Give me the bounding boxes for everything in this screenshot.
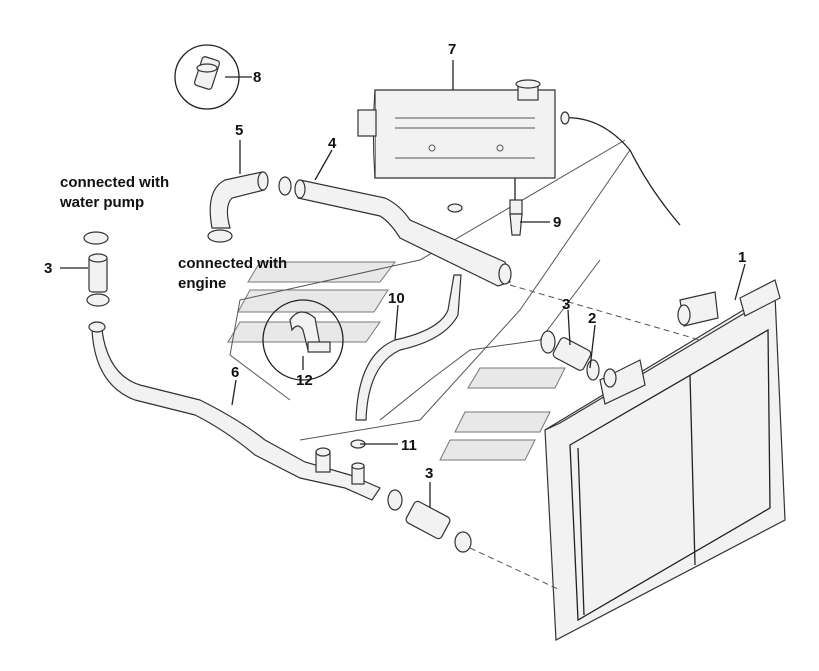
hose-5 xyxy=(207,171,292,243)
hose-parts-bottom xyxy=(387,489,561,591)
callout-5: 5 xyxy=(235,122,244,139)
callout-3-bottom: 3 xyxy=(425,465,434,482)
callout-3-right: 3 xyxy=(562,296,571,313)
callout-7: 7 xyxy=(448,41,457,58)
water-pump-hose-parts xyxy=(83,231,110,307)
callout-2: 2 xyxy=(588,310,597,327)
callout-10: 10 xyxy=(388,290,405,307)
radiator xyxy=(544,279,786,641)
hose-10 xyxy=(355,274,462,421)
note-engine-line1: connected with xyxy=(178,255,288,272)
pipe-6 xyxy=(88,321,381,501)
callout-8: 8 xyxy=(253,69,262,86)
callout-4: 4 xyxy=(328,135,337,152)
callout-3-left: 3 xyxy=(44,260,53,277)
note-engine-line2: engine xyxy=(178,275,227,292)
expansion-tank xyxy=(357,79,681,226)
note-water-pump-line2: water pump xyxy=(60,194,145,211)
callout-11: 11 xyxy=(401,437,417,454)
note-water-pump-line1: connected with xyxy=(60,174,170,191)
callout-6: 6 xyxy=(231,364,240,381)
callout-12: 12 xyxy=(296,372,313,389)
callout-leaders xyxy=(60,60,746,508)
callout-1: 1 xyxy=(738,249,747,266)
level-sensor xyxy=(509,178,523,236)
detail-circle-12 xyxy=(262,299,344,381)
callout-9: 9 xyxy=(553,214,562,231)
pipe-4 xyxy=(294,179,512,287)
